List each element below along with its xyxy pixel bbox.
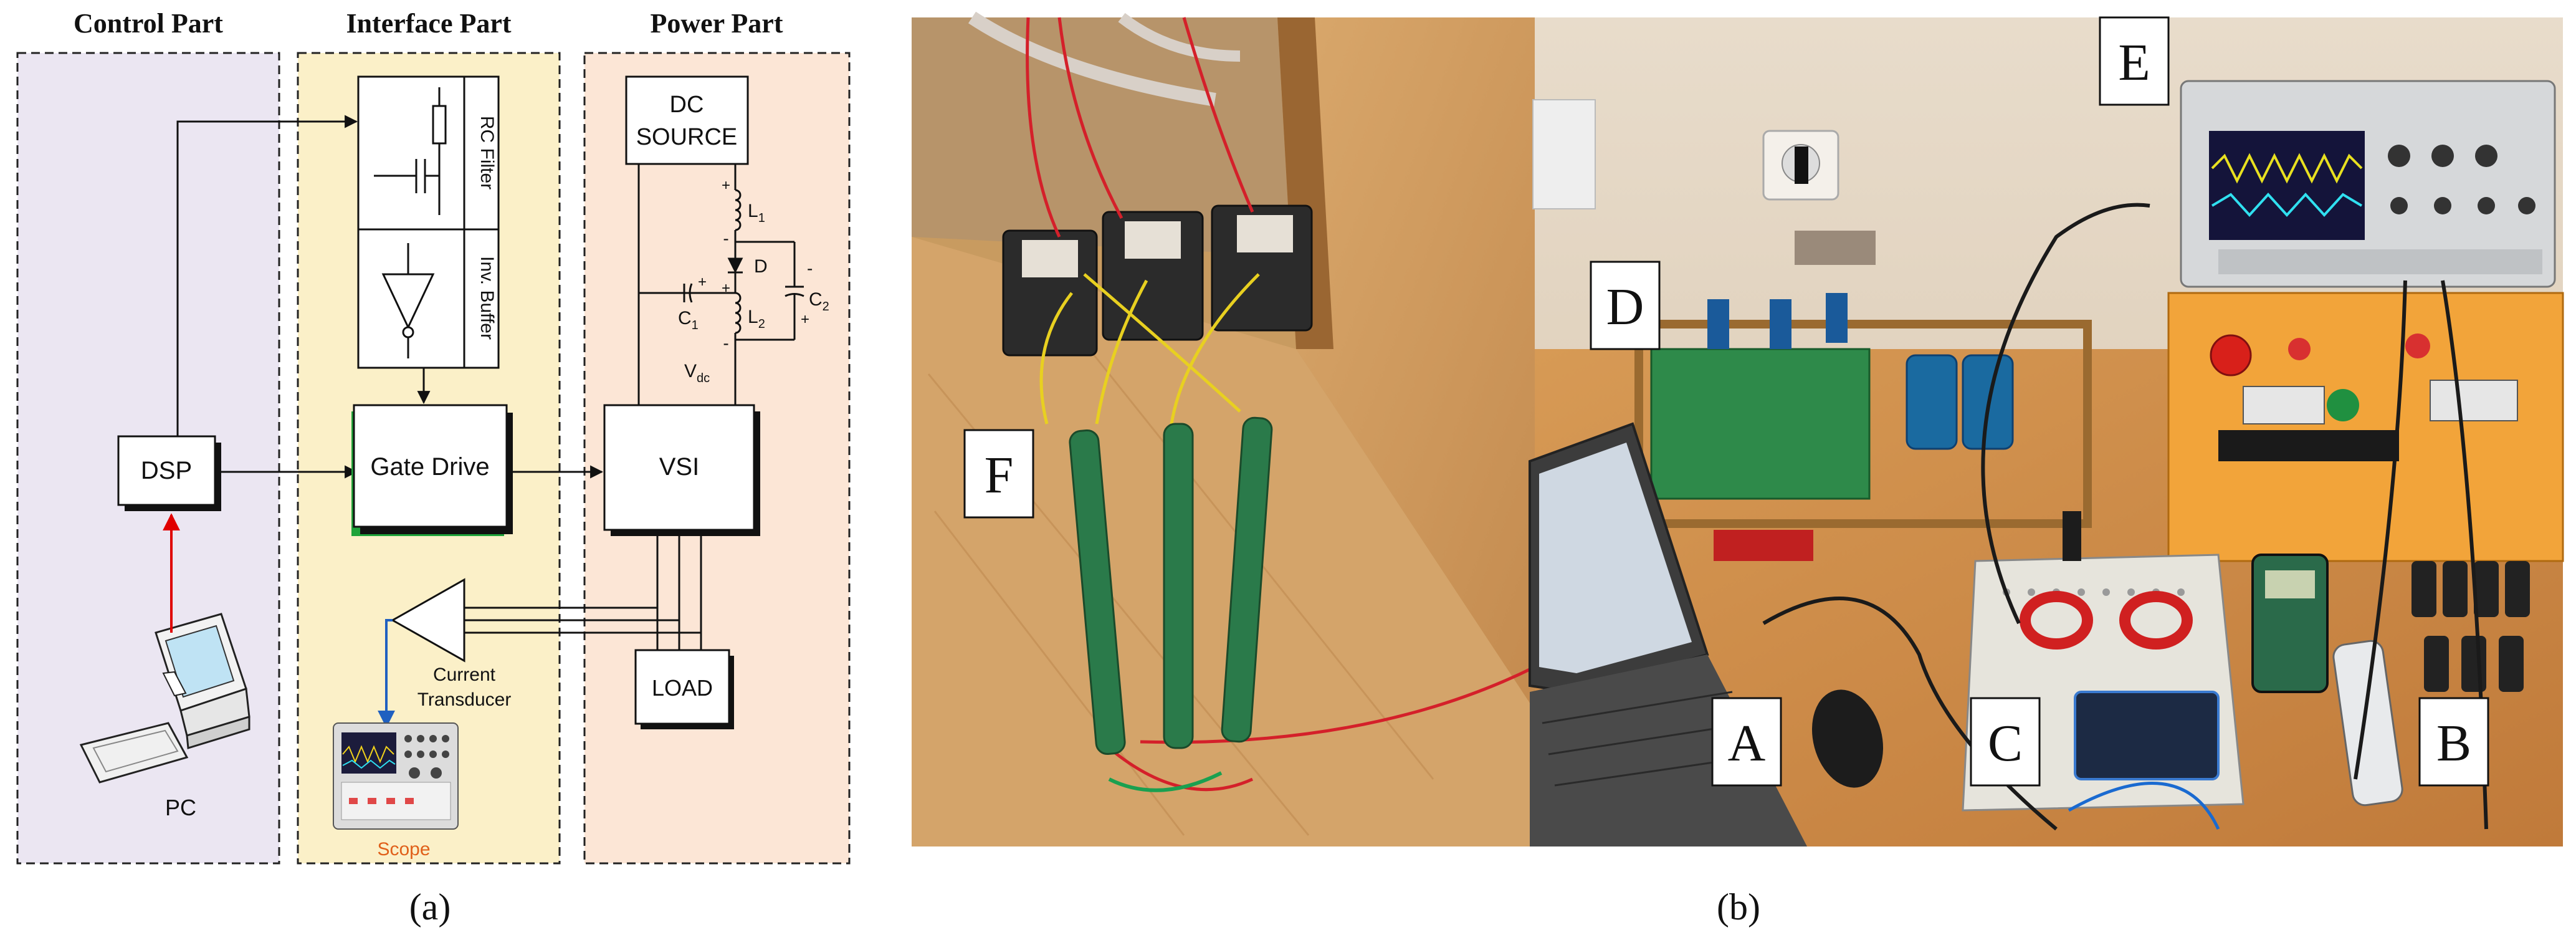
transducer-to-scope-arrow <box>378 619 395 728</box>
rc-filter-label: RC Filter <box>477 116 497 189</box>
photo-label-b-box: B <box>2418 697 2489 787</box>
dc-source-label-2: SOURCE <box>636 124 738 150</box>
photo-label-a: A <box>1728 714 1766 772</box>
inv-buffer-block <box>357 228 500 369</box>
pc-icon <box>79 613 250 784</box>
dc-source-label-1: DC <box>670 92 704 118</box>
photo-label-a-box: A <box>1711 697 1782 787</box>
current-transducer-label-1: Current <box>433 664 496 685</box>
interface-part-title: Interface Part <box>346 8 511 39</box>
rc-filter-block <box>357 75 500 231</box>
photo-label-e: E <box>2118 34 2150 92</box>
c1-plus: + <box>698 274 707 290</box>
l1-label: L1 <box>748 201 765 225</box>
dc-source-block <box>625 75 749 165</box>
photo-oscilloscope <box>2180 80 2556 288</box>
photo-label-d: D <box>1606 278 1644 336</box>
photo-label-f: F <box>985 446 1014 504</box>
current-transducer-label-2: Transducer <box>417 689 512 710</box>
dsp-to-rc-filter-line <box>176 115 358 436</box>
current-transducer-lines <box>464 607 701 634</box>
l1-minus: - <box>723 229 728 248</box>
photo-label-d-box: D <box>1590 261 1661 350</box>
vsi-label: VSI <box>659 453 699 481</box>
c2-plus: + <box>801 311 809 328</box>
panel-a-caption: (a) <box>409 886 451 928</box>
dsp-block <box>117 435 216 506</box>
panel-b: F E D A C B (b) <box>912 11 2564 928</box>
inv-buffer-label: Inv. Buffer <box>477 256 497 340</box>
photo-label-e-box: E <box>2099 16 2170 106</box>
power-part-title: Power Part <box>651 8 783 39</box>
load-block <box>634 649 730 725</box>
scope-label: Scope <box>377 839 430 860</box>
oscilloscope-image <box>333 722 459 830</box>
l2-label: L2 <box>748 307 765 331</box>
l2-plus: + <box>722 280 730 297</box>
inverter-symbol <box>381 243 435 358</box>
gate-drive-label: Gate Drive <box>370 453 489 481</box>
photo-label-c: C <box>1988 714 2023 772</box>
gate-drive-block <box>353 404 508 528</box>
l1-plus: + <box>722 177 730 194</box>
c2-minus: - <box>807 259 813 278</box>
dsp-label: DSP <box>141 457 192 484</box>
pc-label: PC <box>165 795 196 820</box>
photo-label-f-box: F <box>963 429 1034 519</box>
photo-test-bench <box>1529 17 2564 846</box>
l2-minus: - <box>723 333 728 353</box>
converter-schematic <box>637 164 804 405</box>
panel-b-caption: (b) <box>1717 886 1760 928</box>
vsi-block <box>603 404 755 531</box>
photo-inverter-rack <box>1634 293 2092 561</box>
c1-label: C1 <box>678 308 699 332</box>
photo-label-c-box: C <box>1970 697 2041 787</box>
load-label: LOAD <box>652 675 713 701</box>
current-transducer-symbol <box>390 578 465 663</box>
diode-label: D <box>754 256 768 277</box>
photo-label-b: B <box>2436 714 2471 772</box>
control-part-title: Control Part <box>74 8 223 39</box>
rc-filter-schematic <box>374 87 447 215</box>
panel-a: Control Part Interface Part Power Part D… <box>16 8 851 928</box>
c2-label: C2 <box>809 289 829 314</box>
photo-f-resistor-bank <box>912 11 1536 846</box>
vdc-label: Vdc <box>684 361 710 385</box>
